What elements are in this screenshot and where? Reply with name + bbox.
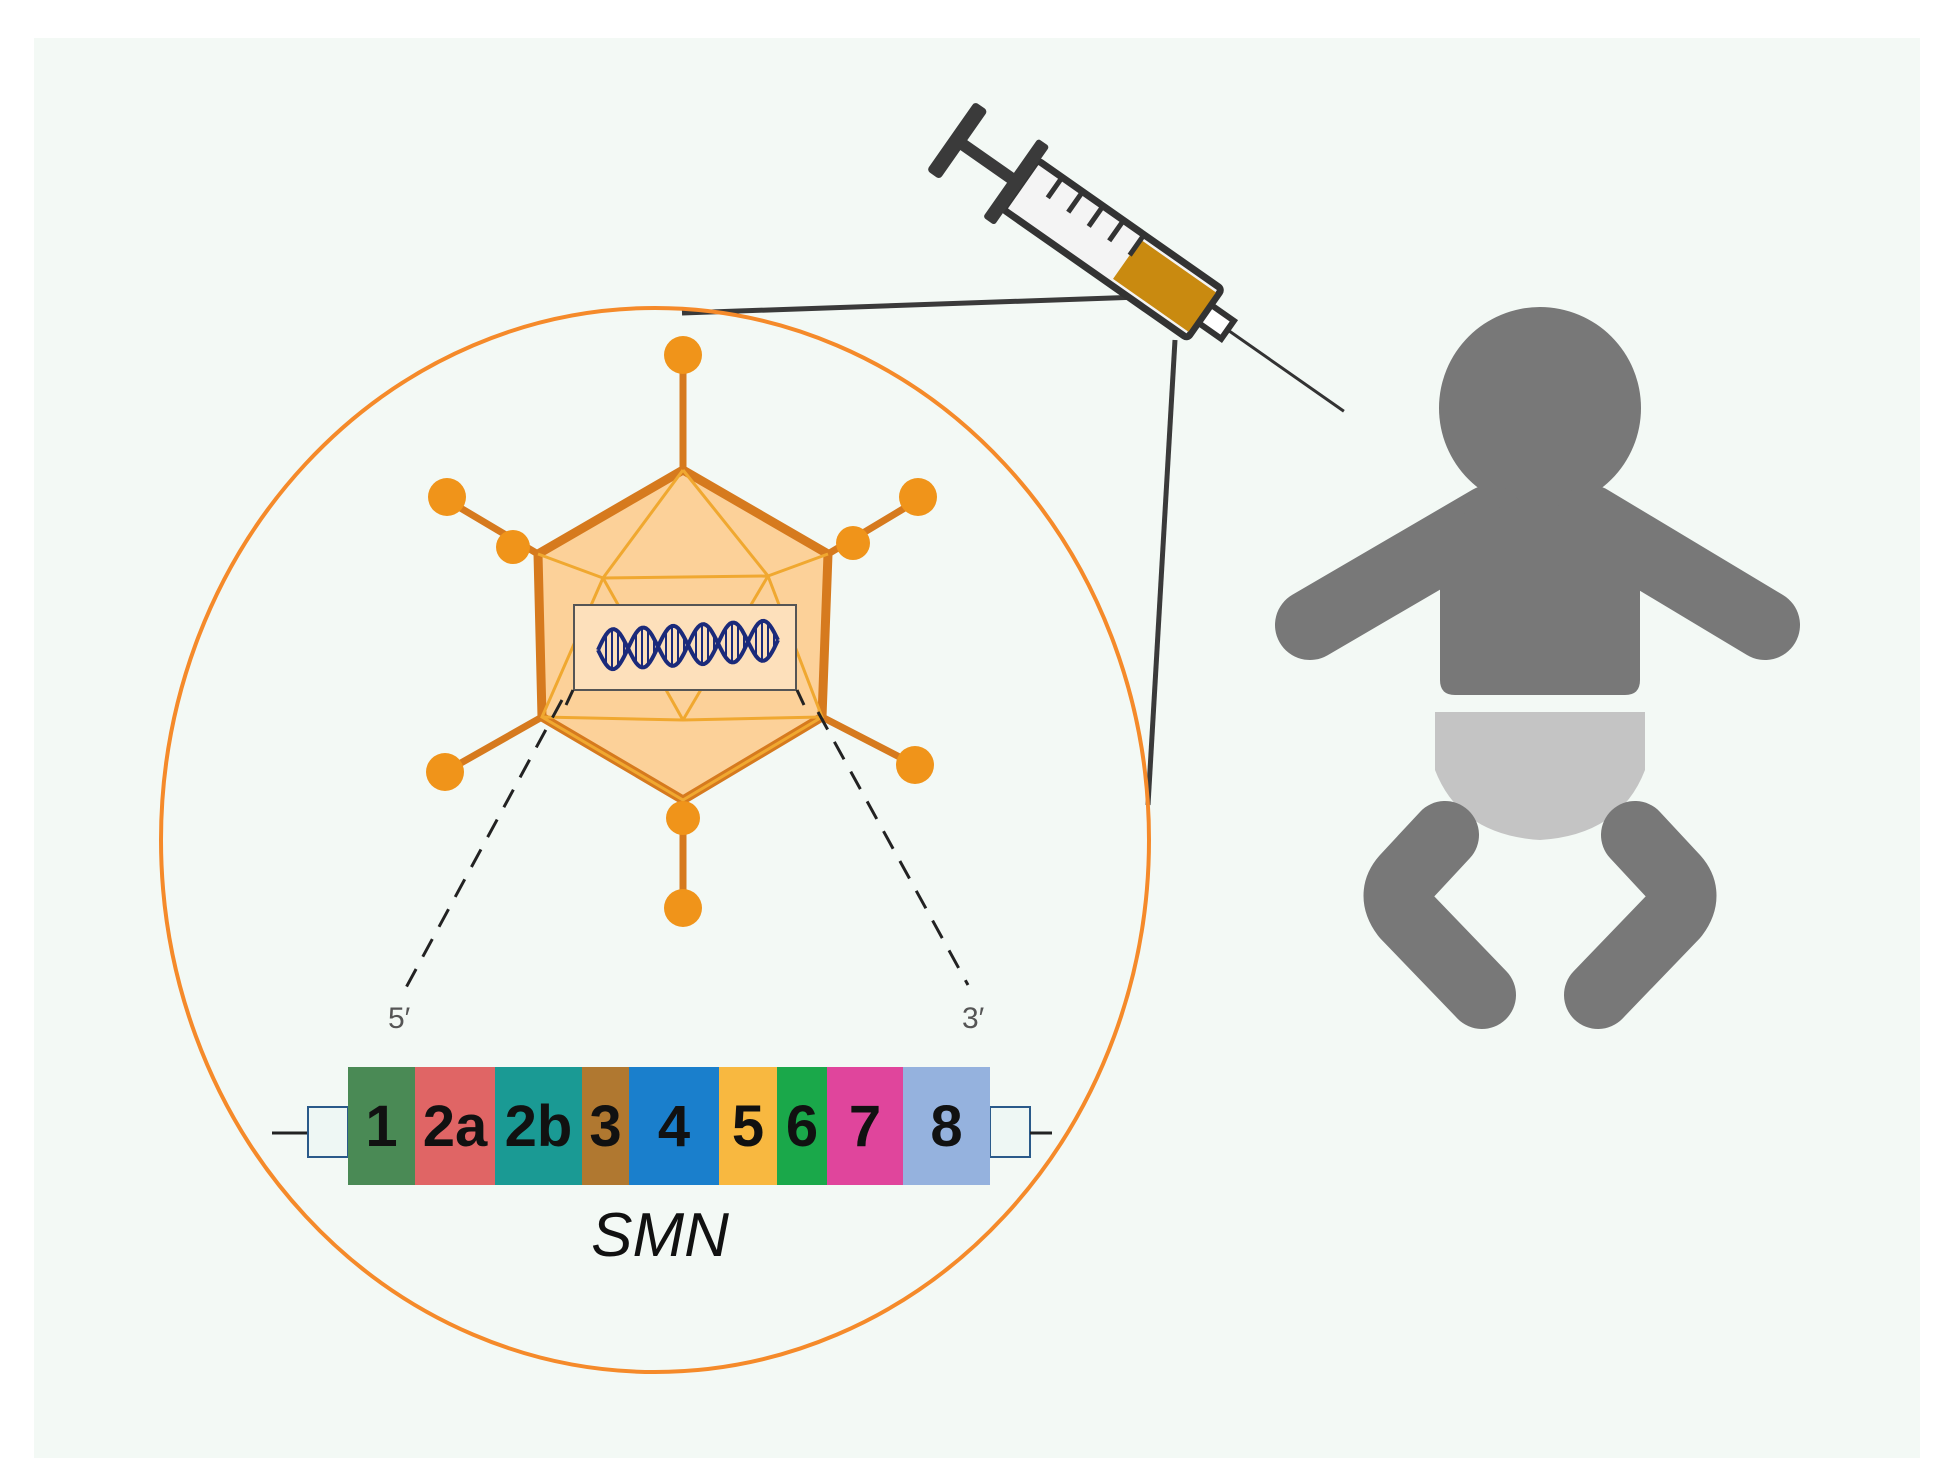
zoom-connector-lines bbox=[681, 294, 1178, 806]
zoom-circle bbox=[159, 306, 1151, 1374]
exon-block bbox=[629, 1067, 719, 1185]
exon-label: 8 bbox=[930, 1094, 962, 1159]
exon-block bbox=[415, 1067, 495, 1185]
exon-label: 1 bbox=[365, 1094, 397, 1159]
dna-helix-icon bbox=[596, 618, 780, 672]
gene-name-label: SMN bbox=[591, 1201, 729, 1270]
five-prime-label: 5′ bbox=[388, 1002, 411, 1035]
exon-label: 6 bbox=[786, 1094, 818, 1159]
projection-dashed-lines bbox=[400, 699, 970, 996]
exon-label: 7 bbox=[849, 1094, 881, 1159]
exon-label: 3 bbox=[589, 1094, 621, 1159]
left-itr bbox=[307, 1106, 349, 1158]
exon-block bbox=[348, 1067, 415, 1185]
exon-label: 5 bbox=[732, 1094, 764, 1159]
exon-block bbox=[827, 1067, 903, 1185]
exon-label: 4 bbox=[658, 1094, 690, 1159]
syringe-icon bbox=[928, 103, 1345, 413]
exon-block bbox=[719, 1067, 777, 1185]
exon-label: 2b bbox=[505, 1094, 573, 1159]
exon-block bbox=[777, 1067, 827, 1185]
right-itr bbox=[989, 1106, 1031, 1158]
exon-block bbox=[903, 1067, 990, 1185]
exon-label: 2a bbox=[423, 1094, 488, 1159]
infant-icon bbox=[1275, 307, 1800, 1029]
three-prime-label: 3′ bbox=[962, 1002, 985, 1035]
exon-block bbox=[582, 1067, 629, 1185]
exon-block bbox=[495, 1067, 582, 1185]
